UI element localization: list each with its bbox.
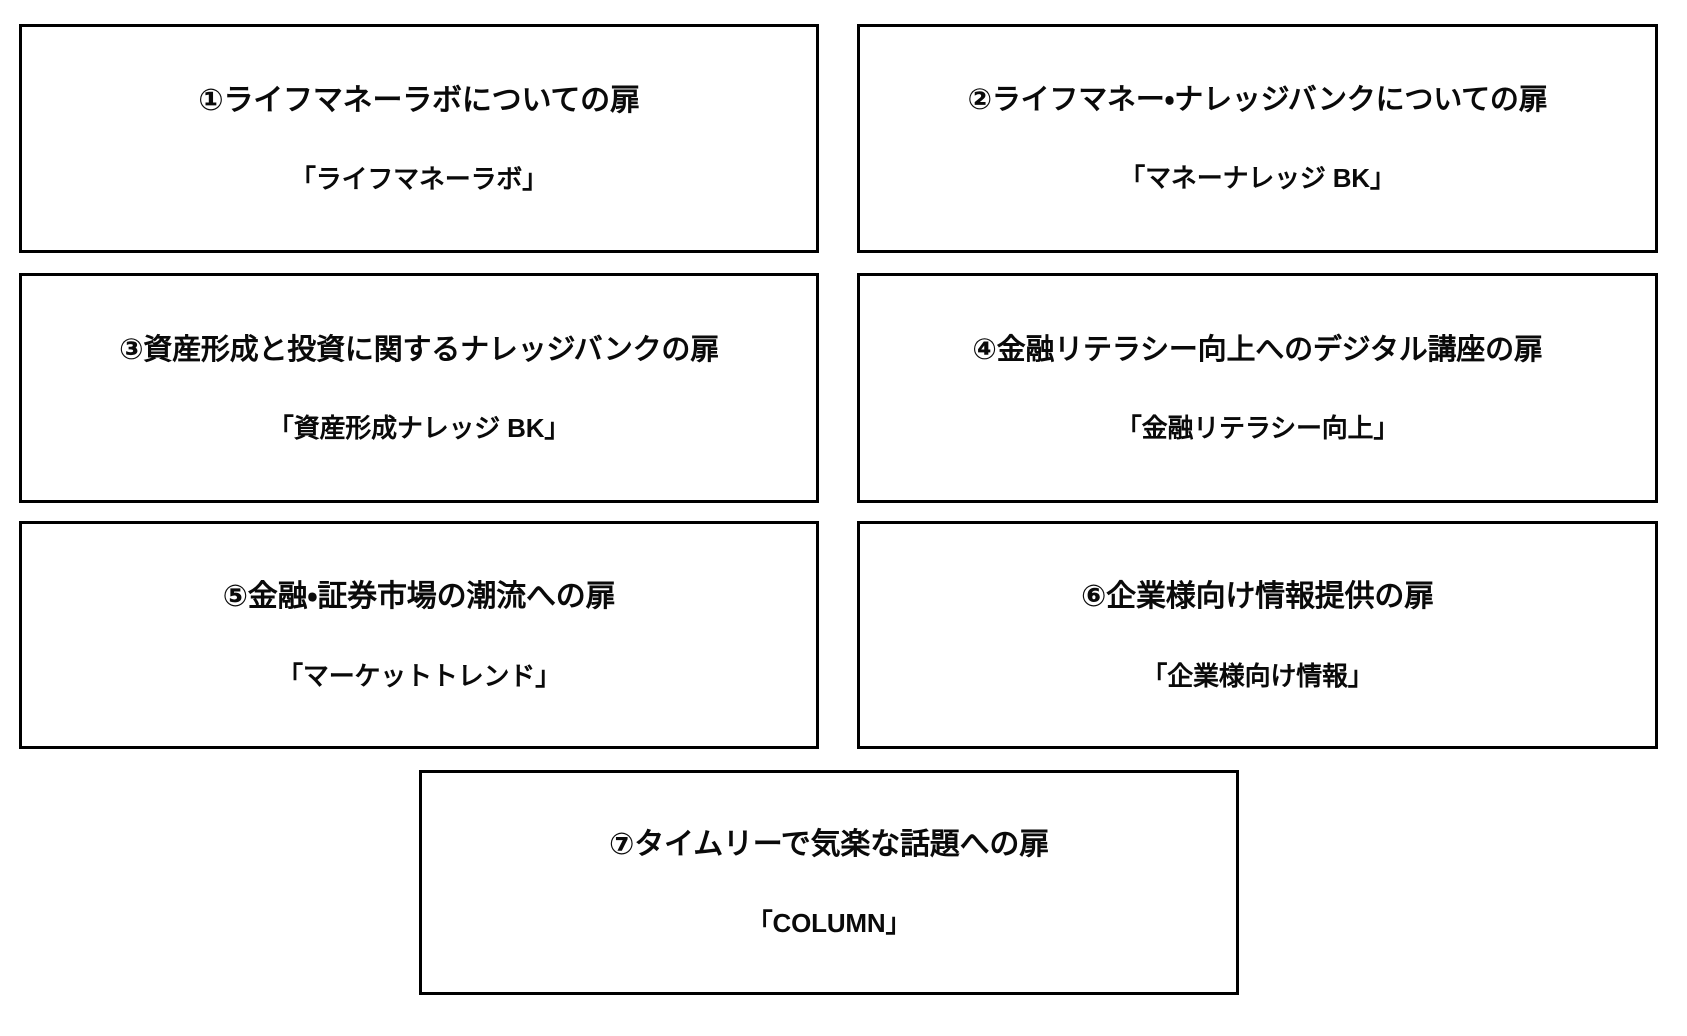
door-box-2[interactable]: ②ライフマネー・ナレッジバンクについての扉 「マネーナレッジ BK」 <box>857 24 1658 253</box>
door-subtitle-2: 「マネーナレッジ BK」 <box>1119 163 1396 194</box>
door-subtitle-4: 「金融リテラシー向上」 <box>1115 412 1400 443</box>
door-subtitle-3: 「資産形成ナレッジ BK」 <box>267 412 571 443</box>
door-box-1[interactable]: ①ライフマネーラボについての扉 「ライフマネーラボ」 <box>19 24 819 253</box>
door-box-3[interactable]: ③資産形成と投資に関するナレッジバンクの扉 「資産形成ナレッジ BK」 <box>19 273 819 503</box>
door-title-6: ⑥企業様向け情報提供の扉 <box>1080 580 1434 613</box>
door-box-4[interactable]: ④金融リテラシー向上へのデジタル講座の扉 「金融リテラシー向上」 <box>857 273 1658 503</box>
door-title-3: ③資産形成と投資に関するナレッジバンクの扉 <box>118 333 720 366</box>
door-title-5: ⑤金融・証券市場の潮流への扉 <box>222 580 616 613</box>
door-subtitle-7: 「COLUMN」 <box>746 908 912 938</box>
door-subtitle-1: 「ライフマネーラボ」 <box>289 164 548 194</box>
door-title-7: ⑦タイムリーで気楽な話題への扉 <box>609 827 1049 861</box>
door-box-5[interactable]: ⑤金融・証券市場の潮流への扉 「マーケットトレンド」 <box>19 521 819 749</box>
door-title-2: ②ライフマネー・ナレッジバンクについての扉 <box>967 84 1548 117</box>
door-box-7[interactable]: ⑦タイムリーで気楽な話題への扉 「COLUMN」 <box>419 770 1239 995</box>
door-subtitle-5: 「マーケットトレンド」 <box>277 660 561 691</box>
door-title-4: ④金融リテラシー向上へのデジタル講座の扉 <box>972 333 1543 366</box>
door-subtitle-6: 「企業様向け情報」 <box>1141 660 1374 691</box>
door-title-1: ①ライフマネーラボについての扉 <box>198 83 640 117</box>
door-box-6[interactable]: ⑥企業様向け情報提供の扉 「企業様向け情報」 <box>857 521 1658 749</box>
